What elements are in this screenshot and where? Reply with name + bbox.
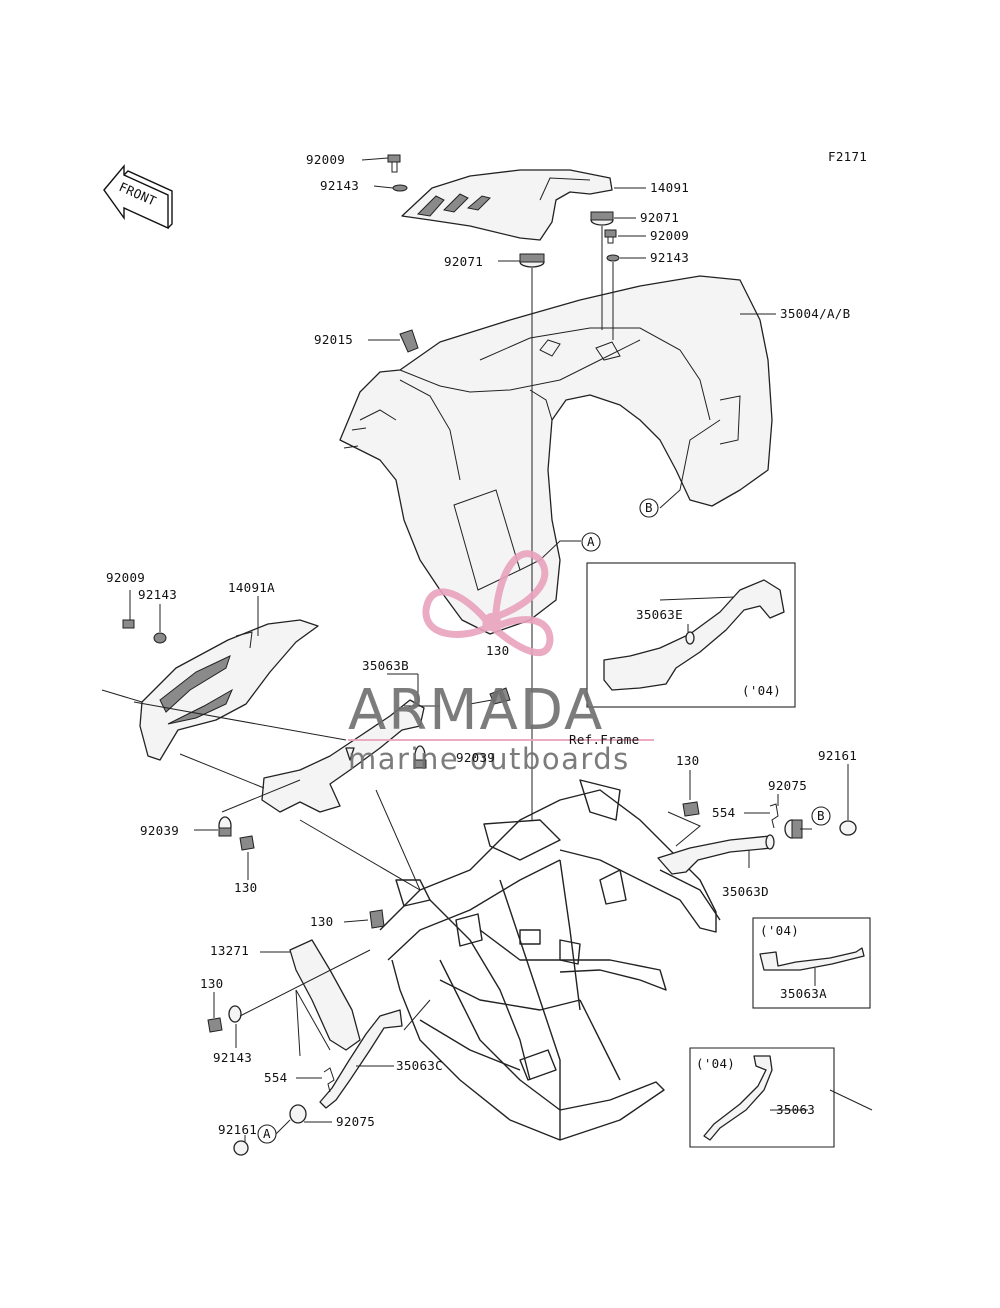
bolt-92009-top-icon (387, 154, 401, 173)
bolt-130-mid-icon (469, 687, 511, 705)
label-92039-left: 92039 (140, 823, 179, 838)
label-130-left: 130 (234, 880, 257, 895)
leader-lines (101, 157, 873, 1142)
label-35063C: 35063C (396, 1058, 443, 1073)
inset-35063-box (689, 1047, 835, 1148)
ref-mark-b-top: B (639, 498, 659, 518)
grommet-92071-right-icon (590, 211, 614, 226)
label-92075-right: 92075 (768, 778, 807, 793)
svg-text:A: A (587, 534, 595, 549)
label-130-frame: 130 (310, 914, 333, 929)
bolt-130-left-icon (239, 835, 255, 851)
inset-35063E-box (586, 562, 796, 708)
grommet-92071-left-icon (519, 253, 545, 268)
ref-mark-a-top: A (581, 532, 601, 552)
watermark-name: ARMADA (348, 678, 604, 743)
washer-92143-lower-left-icon (228, 1005, 242, 1023)
inset-35063A-box (752, 917, 871, 1009)
label-year-35063: ('04) (696, 1056, 735, 1071)
front-arrow-icon: FRONT (103, 164, 173, 230)
ref-frame (379, 779, 721, 1141)
label-35063A: 35063A (780, 986, 827, 1001)
collar-92075-right-icon (784, 819, 803, 839)
label-554-right: 554 (712, 805, 735, 820)
part-14091A-side-cover (139, 619, 319, 761)
label-13271: 13271 (210, 943, 249, 958)
label-92071-left: 92071 (444, 254, 483, 269)
part-labels: 92009 92143 14091 92071 92009 92143 9207… (106, 152, 857, 1137)
label-92071-right: 92071 (640, 210, 679, 225)
label-14091A: 14091A (228, 580, 275, 595)
label-130-right: 130 (676, 753, 699, 768)
washer-92143-top-icon (392, 184, 408, 192)
bolt-130-lower-left-icon (207, 1017, 223, 1033)
part-35063D-bracket (657, 834, 775, 875)
clip-92039-left-icon (218, 816, 232, 837)
bolt-130-right-icon (682, 801, 700, 817)
clip-92015-icon (399, 329, 419, 353)
label-ref-frame: Ref.Frame (569, 732, 639, 747)
figure-code: F2171 (828, 149, 867, 164)
label-130-mid: 130 (486, 643, 509, 658)
washer-92143-left-icon (153, 632, 167, 644)
pin-554-left-icon (323, 1067, 335, 1093)
label-92161-left: 92161 (218, 1122, 257, 1137)
part-35063C-bracket (319, 1009, 403, 1109)
label-130-lower-left: 130 (200, 976, 223, 991)
label-554-left: 554 (264, 1070, 287, 1085)
collar-92075-left-icon (289, 1104, 307, 1124)
ref-mark-b-right: B (811, 806, 831, 826)
clip-92039-mid-icon (413, 745, 427, 769)
washer-92143-right-icon (606, 254, 620, 262)
watermark-tagline: marine outboards (348, 742, 630, 776)
part-14091-carrier (401, 169, 613, 241)
label-92143-left: 92143 (138, 587, 177, 602)
label-year-35063E: ('04) (742, 683, 781, 698)
label-35063D: 35063D (722, 884, 769, 899)
label-year-35063A: ('04) (760, 923, 799, 938)
label-35063E: 35063E (636, 607, 683, 622)
part-13271-bracket (289, 939, 361, 1051)
label-92039-mid: 92039 (456, 750, 495, 765)
nut-92161-left-icon (233, 1140, 249, 1156)
nut-92161-right-icon (839, 820, 857, 836)
bolt-92009-right-icon (604, 229, 617, 244)
label-92015: 92015 (314, 332, 353, 347)
label-92143-top: 92143 (320, 178, 359, 193)
label-35004: 35004/A/B (780, 306, 850, 321)
bolt-92009-left-icon (122, 619, 135, 629)
armada-watermark: ARMADA marine outboards (348, 550, 654, 776)
label-92009-left: 92009 (106, 570, 145, 585)
label-92143-lower-left: 92143 (213, 1050, 252, 1065)
label-14091: 14091 (650, 180, 689, 195)
propeller-logo-icon (422, 550, 554, 657)
label-92161-right: 92161 (818, 748, 857, 763)
label-92009-right: 92009 (650, 228, 689, 243)
part-35004-front-fender (339, 275, 773, 635)
svg-text:B: B (645, 500, 653, 515)
label-35063: 35063 (776, 1102, 815, 1117)
label-35063B: 35063B (362, 658, 409, 673)
ref-mark-a-bottom: A (257, 1124, 277, 1144)
svg-text:B: B (817, 808, 825, 823)
svg-text:A: A (263, 1126, 271, 1141)
bolt-130-frame-icon (369, 909, 385, 929)
label-92075-left: 92075 (336, 1114, 375, 1129)
pin-554-right-icon (769, 803, 779, 829)
label-92143-right: 92143 (650, 250, 689, 265)
label-92009-top: 92009 (306, 152, 345, 167)
